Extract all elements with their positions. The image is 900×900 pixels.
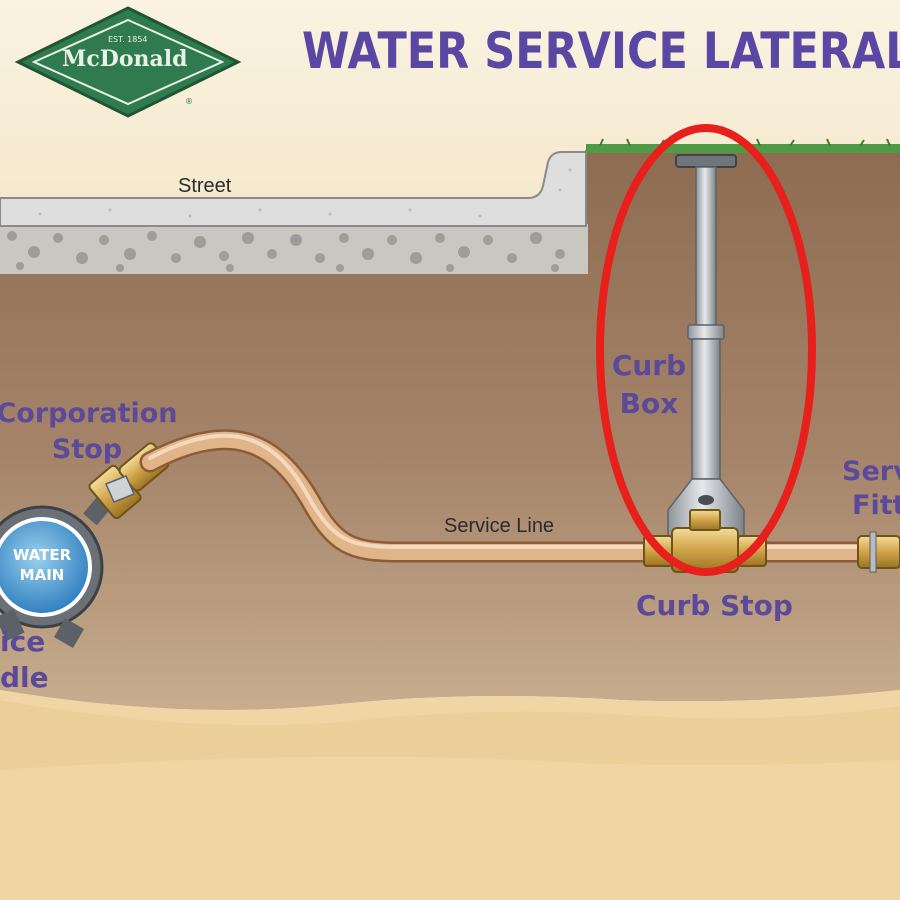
street-texture <box>38 168 572 218</box>
gravel-base <box>0 224 588 274</box>
logo-brand-name: McDonald <box>62 46 188 72</box>
page-title: WATER SERVICE LATERAL <box>302 22 900 80</box>
gravel-stones <box>7 231 565 272</box>
curb-box-label-line1: Curb <box>611 349 687 382</box>
service-saddle-label-line2: dle <box>0 661 49 694</box>
service-fitting <box>857 531 900 573</box>
service-line-highlight <box>148 433 900 549</box>
water-main-label-line2: MAIN <box>19 566 65 584</box>
grass-blades <box>599 138 891 147</box>
curb-box-highlight-ring <box>596 124 816 576</box>
street-label: Street <box>178 175 232 197</box>
logo-registered-mark: ® <box>185 97 193 106</box>
corporation-stop-label-line1: Corporation <box>0 398 178 429</box>
water-main-label-line1: WATER <box>12 546 72 564</box>
logo-established: EST. 1854 <box>108 35 148 44</box>
grass-strip <box>586 144 900 153</box>
curb-box-label-line2: Box <box>619 387 679 420</box>
sand-shade <box>0 700 900 770</box>
water-main-pipe <box>0 496 111 649</box>
service-saddle-label-line1: ice <box>0 625 46 658</box>
curb-stop-label: Curb Stop <box>636 589 793 622</box>
corporation-stop-label-line2: Stop <box>51 434 123 465</box>
street-curb <box>0 151 587 227</box>
service-fitting-label-line1: Serv <box>842 456 900 487</box>
service-fitting-label-line2: Fitt <box>852 490 900 521</box>
mcdonald-logo: ® <box>14 6 242 118</box>
service-line-label: Service Line <box>444 515 555 537</box>
